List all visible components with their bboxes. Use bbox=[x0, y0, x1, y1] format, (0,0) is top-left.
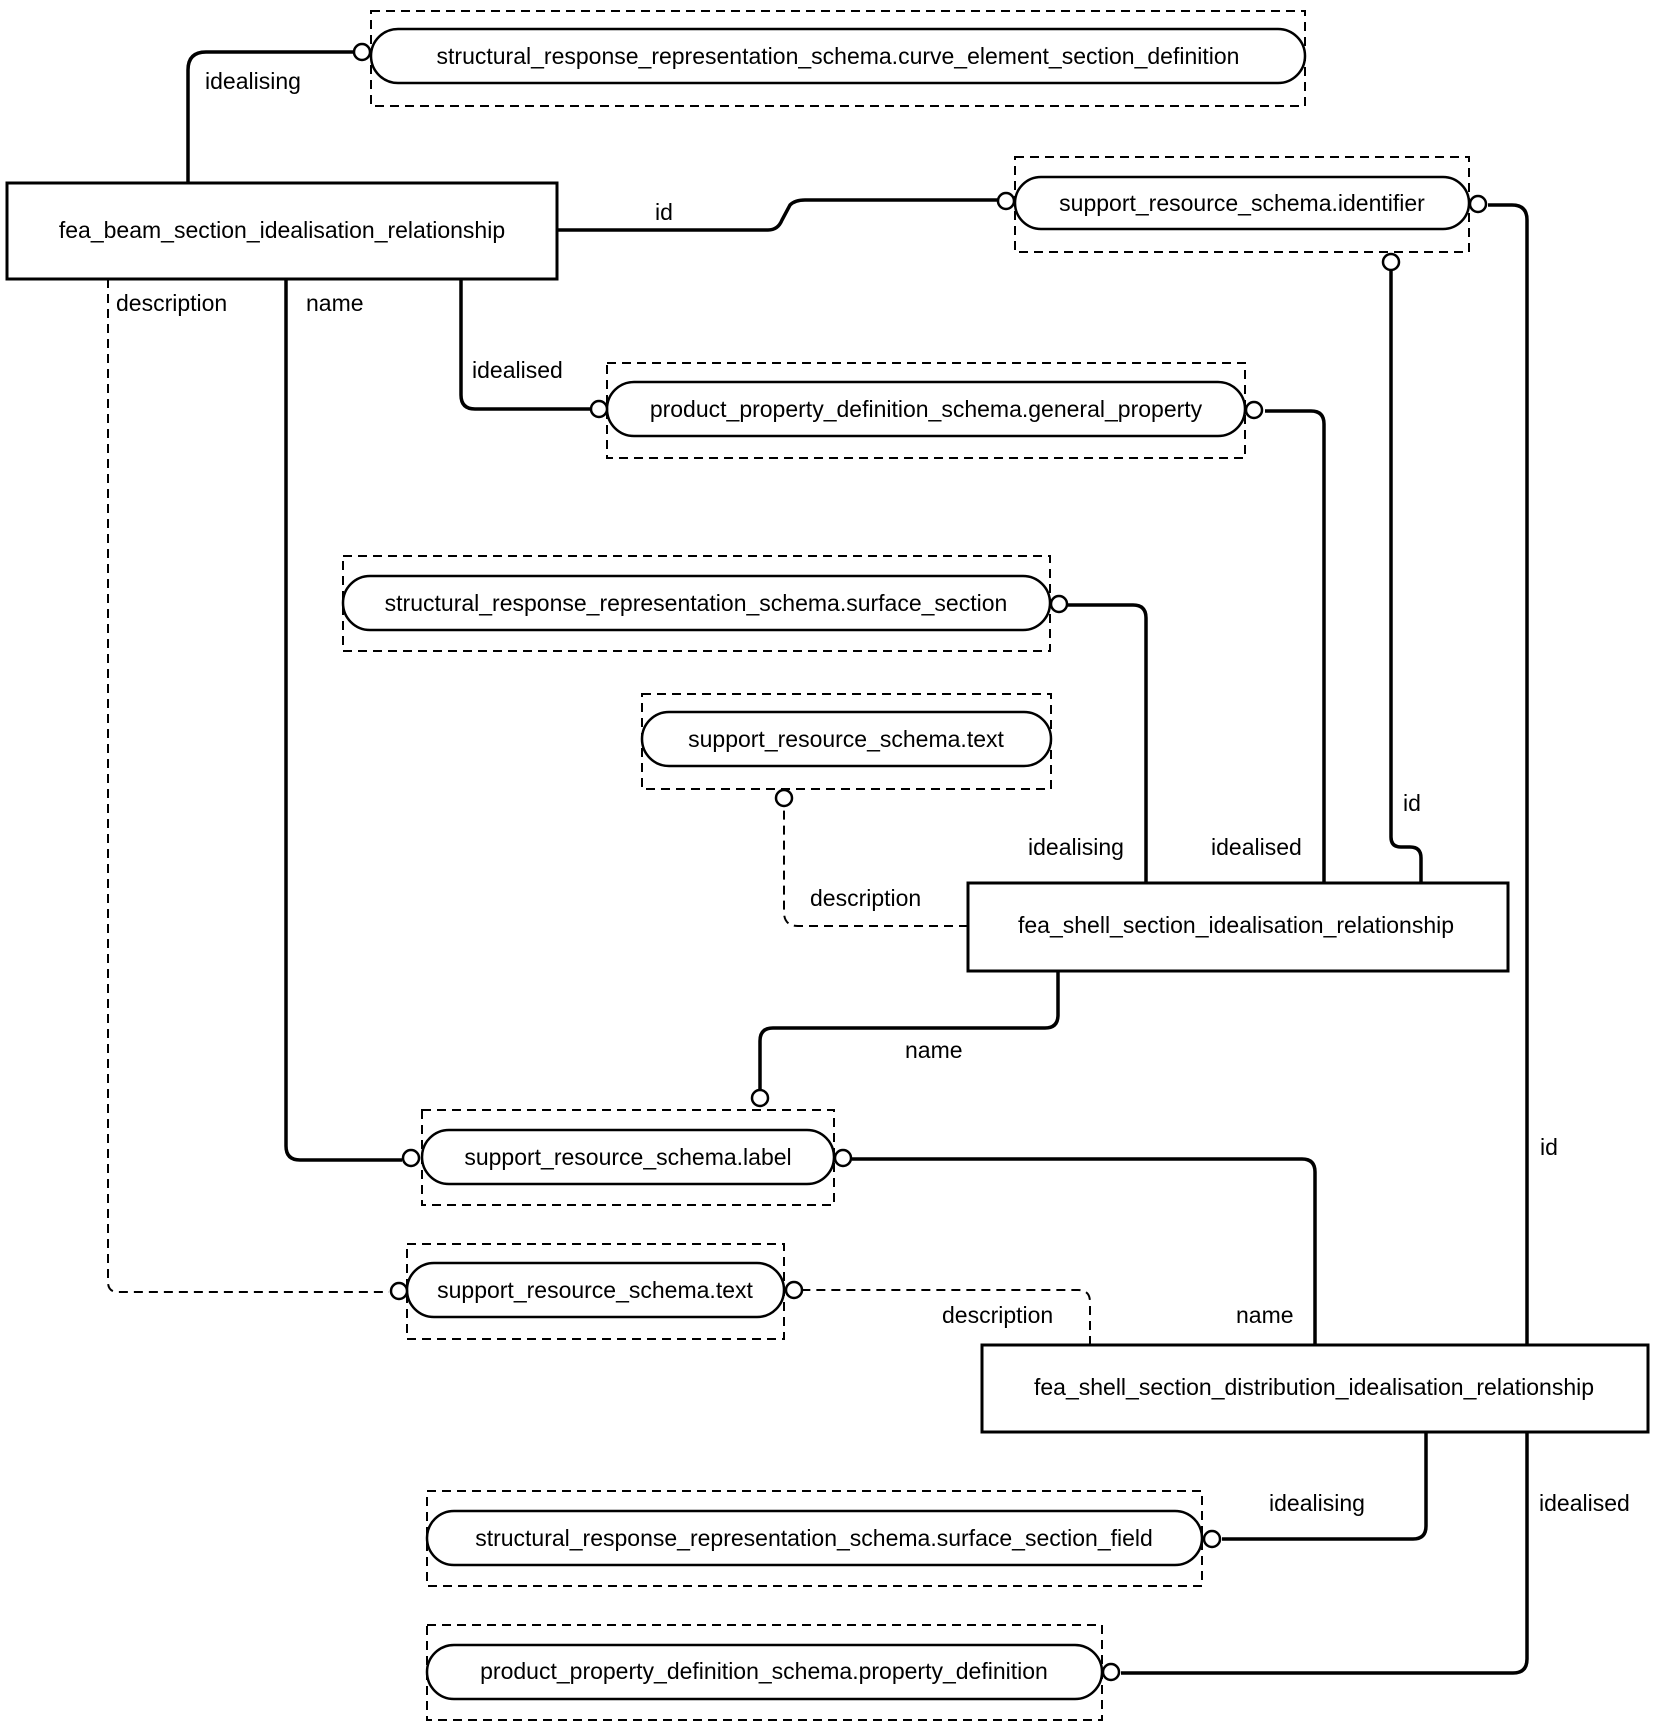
role-labels: idealising id description name idealised… bbox=[116, 68, 1630, 1516]
line-dist-idealising bbox=[1222, 1432, 1428, 1541]
type-general-property[interactable]: product_property_definition_schema.gener… bbox=[605, 362, 1247, 459]
end-circle-dist-name bbox=[833, 1148, 853, 1168]
end-circle-dist-description bbox=[784, 1280, 804, 1300]
end-circle-beam-name bbox=[401, 1148, 421, 1168]
type-text-lower[interactable]: support_resource_schema.text bbox=[405, 1243, 786, 1340]
role-label-shell-idealising: idealising bbox=[1028, 834, 1124, 860]
line-shell-idealised bbox=[1265, 409, 1326, 883]
type-surface-section-field[interactable]: structural_response_representation_schem… bbox=[425, 1490, 1204, 1587]
type-surface-section-field-label: structural_response_representation_schem… bbox=[475, 1525, 1153, 1551]
end-circle-beam-idealising bbox=[352, 42, 372, 62]
type-curve-element-section-definition[interactable]: structural_response_representation_schem… bbox=[369, 10, 1307, 107]
role-label-dist-description: description bbox=[942, 1302, 1053, 1328]
line-dist-id bbox=[1488, 203, 1529, 1345]
line-dist-description bbox=[803, 1289, 1091, 1345]
entity-shell-section-idealisation[interactable]: fea_shell_section_idealisation_relations… bbox=[966, 881, 1510, 973]
end-circle-dist-id bbox=[1468, 194, 1488, 214]
type-text-upper[interactable]: support_resource_schema.text bbox=[640, 693, 1053, 790]
role-label-shell-idealised: idealised bbox=[1211, 834, 1302, 860]
type-property-definition-label: product_property_definition_schema.prope… bbox=[480, 1658, 1048, 1684]
role-label-shell-id: id bbox=[1403, 790, 1421, 816]
entity-shell-section-distribution-idealisation-label: fea_shell_section_distribution_idealisat… bbox=[1034, 1374, 1594, 1400]
type-curve-element-section-definition-label: structural_response_representation_schem… bbox=[437, 43, 1240, 69]
end-circle-shell-description bbox=[774, 788, 794, 808]
type-text-upper-label: support_resource_schema.text bbox=[688, 726, 1004, 752]
end-circle-shell-id bbox=[1381, 252, 1401, 272]
role-label-dist-id: id bbox=[1540, 1134, 1558, 1160]
type-label[interactable]: support_resource_schema.label bbox=[420, 1109, 836, 1206]
line-beam-idealised bbox=[459, 279, 591, 411]
end-circle-beam-idealised bbox=[589, 399, 609, 419]
line-beam-id bbox=[557, 198, 998, 232]
end-circle-beam-description bbox=[389, 1281, 409, 1301]
role-label-dist-idealising: idealising bbox=[1269, 1490, 1365, 1516]
role-label-beam-description: description bbox=[116, 290, 227, 316]
type-general-property-label: product_property_definition_schema.gener… bbox=[650, 396, 1203, 422]
line-shell-description bbox=[783, 806, 968, 927]
type-surface-section[interactable]: structural_response_representation_schem… bbox=[341, 555, 1052, 652]
type-identifier[interactable]: support_resource_schema.identifier bbox=[1013, 156, 1471, 253]
role-label-beam-idealising: idealising bbox=[205, 68, 301, 94]
role-label-beam-name: name bbox=[306, 290, 364, 316]
type-label-label: support_resource_schema.label bbox=[464, 1144, 791, 1170]
entity-beam-section-idealisation[interactable]: fea_beam_section_idealisation_relationsh… bbox=[5, 181, 559, 281]
relationship-end-circles bbox=[352, 42, 1488, 1682]
end-circle-dist-idealised bbox=[1101, 1662, 1121, 1682]
line-shell-name bbox=[758, 971, 1060, 1089]
role-label-dist-idealised: idealised bbox=[1539, 1490, 1630, 1516]
type-surface-section-label: structural_response_representation_schem… bbox=[385, 590, 1008, 616]
role-label-beam-id: id bbox=[655, 199, 673, 225]
line-shell-id bbox=[1389, 271, 1423, 883]
role-label-dist-name: name bbox=[1236, 1302, 1294, 1328]
role-label-shell-name: name bbox=[905, 1037, 963, 1063]
entity-shell-section-idealisation-label: fea_shell_section_idealisation_relations… bbox=[1018, 912, 1454, 938]
end-circle-dist-idealising bbox=[1202, 1529, 1222, 1549]
role-label-beam-idealised: idealised bbox=[472, 357, 563, 383]
end-circle-beam-id bbox=[996, 191, 1016, 211]
line-beam-name bbox=[284, 279, 402, 1162]
end-circle-shell-idealising bbox=[1049, 594, 1069, 614]
type-identifier-label: support_resource_schema.identifier bbox=[1059, 190, 1425, 216]
role-label-shell-description: description bbox=[810, 885, 921, 911]
end-circle-shell-name bbox=[750, 1088, 770, 1108]
entity-beam-section-idealisation-label: fea_beam_section_idealisation_relationsh… bbox=[59, 217, 505, 243]
line-beam-description bbox=[107, 279, 389, 1293]
line-beam-idealising bbox=[186, 50, 355, 183]
line-dist-idealised bbox=[1121, 1432, 1529, 1675]
type-property-definition[interactable]: product_property_definition_schema.prope… bbox=[425, 1624, 1104, 1721]
type-text-lower-label: support_resource_schema.text bbox=[437, 1277, 753, 1303]
line-shell-idealising bbox=[1063, 603, 1148, 883]
end-circle-shell-idealised bbox=[1244, 400, 1264, 420]
relationship-lines bbox=[107, 50, 1529, 1675]
entity-shell-section-distribution-idealisation[interactable]: fea_shell_section_distribution_idealisat… bbox=[980, 1343, 1650, 1434]
line-dist-name bbox=[852, 1157, 1317, 1345]
